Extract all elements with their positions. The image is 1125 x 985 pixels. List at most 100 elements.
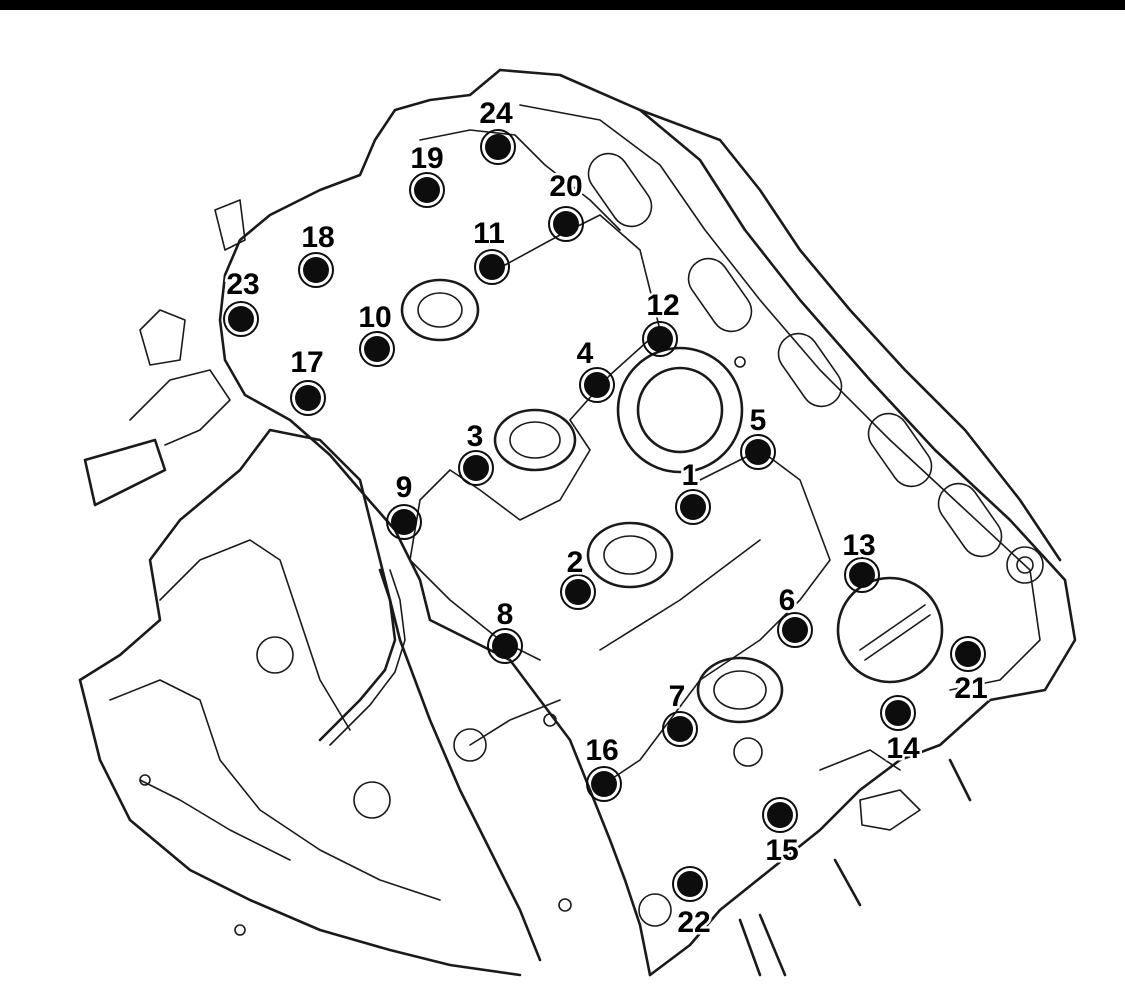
bolt-label-7: 7 bbox=[669, 680, 686, 713]
bolt-head-17 bbox=[295, 385, 321, 411]
bolt-4 bbox=[579, 367, 615, 403]
bolt-21 bbox=[950, 636, 986, 672]
bolt-label-8: 8 bbox=[497, 598, 514, 631]
bolt-label-14: 14 bbox=[886, 732, 920, 765]
top-black-bar bbox=[0, 0, 1125, 10]
bolt-10 bbox=[359, 331, 395, 367]
bolt-head-13 bbox=[849, 562, 875, 588]
engine-outline bbox=[78, 68, 1077, 977]
bolt-washer-10 bbox=[359, 331, 395, 367]
bolt-16 bbox=[586, 766, 622, 802]
bolt-2 bbox=[560, 574, 596, 610]
bolt-washer-11 bbox=[474, 249, 510, 285]
bolt-head-14 bbox=[885, 700, 911, 726]
bolt-18 bbox=[298, 252, 334, 288]
bolt-head-12 bbox=[647, 326, 673, 352]
bolt-washer-16 bbox=[586, 766, 622, 802]
bolt-label-1: 1 bbox=[682, 459, 699, 492]
bolt-head-7 bbox=[667, 716, 693, 742]
bolt-label-20: 20 bbox=[549, 170, 582, 203]
bolt-washer-1 bbox=[675, 489, 711, 525]
bolt-labels: 1 2 3 4 5 6 7 8 9 10 11 12 13 14 15 16 1… bbox=[224, 95, 990, 942]
bolt-label-4: 4 bbox=[577, 337, 594, 370]
bolt-label-23: 23 bbox=[226, 268, 259, 301]
bolt-head-2 bbox=[565, 579, 591, 605]
bolt-20 bbox=[548, 206, 584, 242]
bolt-head-15 bbox=[767, 802, 793, 828]
bolt-washer-9 bbox=[386, 504, 422, 540]
bolt-label-21: 21 bbox=[954, 672, 987, 705]
bolt-head-10 bbox=[364, 336, 390, 362]
bolt-head-19 bbox=[414, 177, 440, 203]
bolt-head-4 bbox=[584, 372, 610, 398]
bolt-5 bbox=[740, 434, 776, 470]
bolt-label-18: 18 bbox=[301, 221, 334, 254]
bolt-label-10: 10 bbox=[358, 301, 391, 334]
bolt-label-6: 6 bbox=[779, 584, 796, 617]
bolt-label-17: 17 bbox=[290, 346, 323, 379]
bolt-1 bbox=[675, 489, 711, 525]
bolt-markers bbox=[223, 129, 986, 902]
bolt-washer-18 bbox=[298, 252, 334, 288]
bolt-washer-17 bbox=[290, 380, 326, 416]
bolt-head-6 bbox=[782, 617, 808, 643]
bolt-head-9 bbox=[391, 509, 417, 535]
bolt-13 bbox=[844, 557, 880, 593]
bolt-7 bbox=[662, 711, 698, 747]
bolt-24 bbox=[480, 129, 516, 165]
bolt-washer-15 bbox=[762, 797, 798, 833]
bolt-head-20 bbox=[553, 211, 579, 237]
bolt-washer-24 bbox=[480, 129, 516, 165]
bolt-washer-6 bbox=[777, 612, 813, 648]
bolt-washer-22 bbox=[672, 866, 708, 902]
bolt-label-11: 11 bbox=[473, 217, 505, 250]
bolt-label-13: 13 bbox=[842, 529, 875, 562]
bolt-washer-20 bbox=[548, 206, 584, 242]
bolt-6 bbox=[777, 612, 813, 648]
bolt-label-24: 24 bbox=[479, 97, 513, 130]
bolt-washer-5 bbox=[740, 434, 776, 470]
bolt-washer-13 bbox=[844, 557, 880, 593]
bolt-washer-23 bbox=[223, 301, 259, 337]
bolt-washer-8 bbox=[487, 628, 523, 664]
bolt-washer-14 bbox=[880, 695, 916, 731]
bolt-washer-21 bbox=[950, 636, 986, 672]
bolt-label-5: 5 bbox=[750, 404, 767, 437]
cylinder-head-bolt-sequence-diagram: 1 2 3 4 5 6 7 8 9 10 11 12 13 14 15 16 1… bbox=[78, 68, 1077, 977]
bolt-14 bbox=[880, 695, 916, 731]
bolt-label-2: 2 bbox=[567, 546, 584, 579]
bolt-11 bbox=[474, 249, 510, 285]
bolt-8 bbox=[487, 628, 523, 664]
bolt-label-9: 9 bbox=[396, 471, 413, 504]
bolt-head-24 bbox=[485, 134, 511, 160]
bolt-label-16: 16 bbox=[585, 734, 618, 767]
bolt-washer-12 bbox=[642, 321, 678, 357]
bolt-label-19: 19 bbox=[410, 142, 443, 175]
bolt-17 bbox=[290, 380, 326, 416]
bolt-label-12: 12 bbox=[646, 289, 679, 322]
bolt-washer-4 bbox=[579, 367, 615, 403]
bolt-washer-7 bbox=[662, 711, 698, 747]
bolt-head-16 bbox=[591, 771, 617, 797]
bolt-head-23 bbox=[228, 306, 254, 332]
bolt-washer-3 bbox=[458, 450, 494, 486]
bolt-washer-2 bbox=[560, 574, 596, 610]
bolt-label-3: 3 bbox=[467, 420, 484, 453]
bolt-22 bbox=[672, 866, 708, 902]
bolt-head-8 bbox=[492, 633, 518, 659]
bolt-head-18 bbox=[303, 257, 329, 283]
bolt-washer-19 bbox=[409, 172, 445, 208]
bolt-head-21 bbox=[955, 641, 981, 667]
bolt-head-22 bbox=[677, 871, 703, 897]
bolt-15 bbox=[762, 797, 798, 833]
bolt-head-3 bbox=[463, 455, 489, 481]
bolt-9 bbox=[386, 504, 422, 540]
bolt-head-11 bbox=[479, 254, 505, 280]
bolt-3 bbox=[458, 450, 494, 486]
bolt-19 bbox=[409, 172, 445, 208]
bolt-head-5 bbox=[745, 439, 771, 465]
bolt-label-15: 15 bbox=[765, 834, 798, 867]
bolt-head-1 bbox=[680, 494, 706, 520]
bolt-label-22: 22 bbox=[677, 906, 710, 939]
